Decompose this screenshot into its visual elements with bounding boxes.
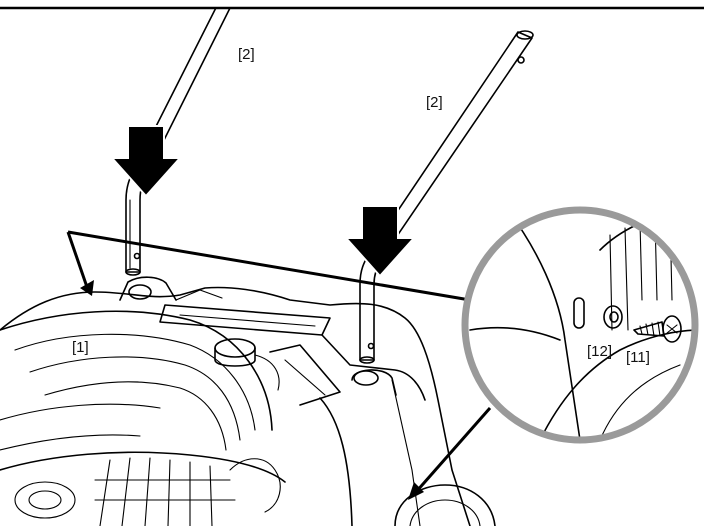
label-handle-left: [2] <box>238 46 255 63</box>
detail-magnifier <box>461 206 699 444</box>
label-handle-right: [2] <box>426 94 443 111</box>
down-arrow-icon <box>109 125 183 198</box>
label-body: [1] <box>72 339 89 356</box>
label-washer: [12] <box>587 343 612 360</box>
arrow-icon <box>80 280 94 296</box>
arrow-icon <box>408 482 424 500</box>
label-screw: [11] <box>626 349 650 366</box>
mower-body <box>0 276 496 526</box>
down-arrow-icon <box>343 205 417 278</box>
leader-lines <box>66 230 492 500</box>
